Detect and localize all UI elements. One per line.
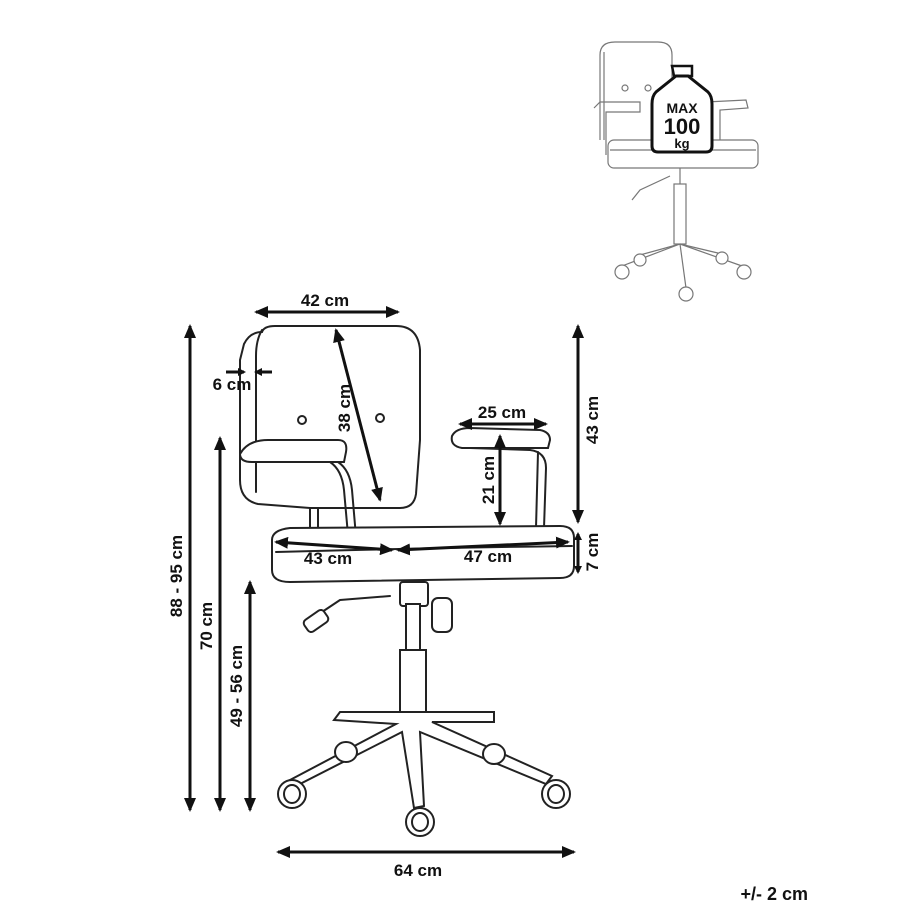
dimension-labels: 42 cm 6 cm 38 cm 25 cm 21 cm 43 cm 7 cm …: [167, 291, 602, 880]
max-load-value: 100: [664, 114, 701, 139]
armrest-floor-height-label: 70 cm: [197, 602, 216, 650]
base-width-label: 64 cm: [394, 861, 442, 880]
back-height-label: 43 cm: [583, 396, 602, 444]
thumbnail-chair: [593, 41, 759, 302]
total-height-label: 88 - 95 cm: [167, 535, 186, 617]
armrest-height-label: 21 cm: [479, 456, 498, 504]
caster-wheels: [277, 741, 571, 837]
tolerance-note: +/- 2 cm: [740, 884, 808, 904]
max-load-unit: kg: [674, 136, 689, 151]
max-load-label: MAX: [666, 100, 698, 116]
seat-height-label: 49 - 56 cm: [227, 645, 246, 727]
seat-depth-label: 47 cm: [464, 547, 512, 566]
backrest-width-label: 42 cm: [301, 291, 349, 310]
seat-depth-arrow: [396, 536, 570, 556]
seat-width-arrow: [274, 536, 394, 556]
backrest-height-arrow: [333, 328, 383, 502]
max-load-weight-icon: MAX 100 kg: [650, 64, 714, 154]
seat-thickness-label: 7 cm: [583, 533, 602, 572]
seat-width-label: 43 cm: [304, 549, 352, 568]
backrest-thickness-label: 6 cm: [213, 375, 252, 394]
backrest-height-label: 38 cm: [335, 384, 354, 432]
armrest-length-label: 25 cm: [478, 403, 526, 422]
dimension-arrows: [184, 306, 584, 858]
